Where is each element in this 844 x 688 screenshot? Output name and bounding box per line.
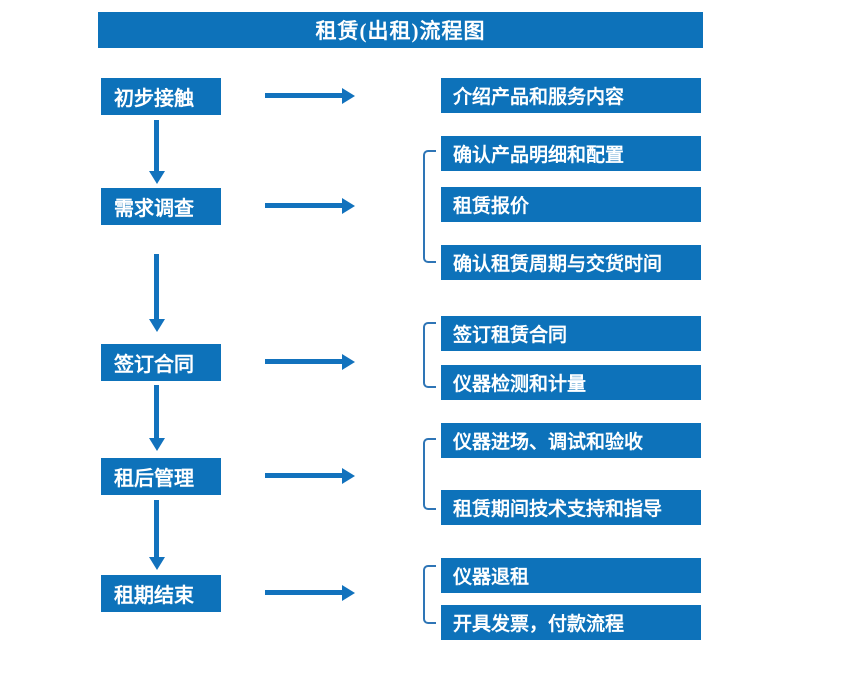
output-box-instrument-testing: 仪器检测和计量 bbox=[441, 365, 701, 400]
group-bracket-icon bbox=[423, 438, 436, 510]
output-box-rental-quote: 租赁报价 bbox=[441, 187, 701, 222]
down-arrow-icon bbox=[149, 500, 165, 570]
group-bracket-icon bbox=[423, 565, 436, 624]
step-box-post-rental-mgmt: 租后管理 bbox=[101, 458, 221, 495]
right-arrow-icon bbox=[265, 354, 355, 370]
group-bracket-icon bbox=[423, 150, 436, 263]
down-arrow-icon bbox=[149, 385, 165, 451]
down-arrow-icon bbox=[149, 120, 165, 184]
group-bracket-icon bbox=[423, 322, 436, 388]
output-box-introduce-products: 介绍产品和服务内容 bbox=[441, 78, 701, 113]
output-box-tech-support: 租赁期间技术支持和指导 bbox=[441, 490, 701, 525]
step-box-demand-survey: 需求调查 bbox=[101, 188, 221, 225]
output-box-sign-rental-contract: 签订租赁合同 bbox=[441, 316, 701, 351]
right-arrow-icon bbox=[265, 198, 355, 214]
right-arrow-icon bbox=[265, 468, 355, 484]
output-box-instrument-setup: 仪器进场、调试和验收 bbox=[441, 423, 701, 458]
output-box-confirm-details: 确认产品明细和配置 bbox=[441, 136, 701, 171]
step-box-rental-end: 租期结束 bbox=[101, 575, 221, 612]
right-arrow-icon bbox=[265, 88, 355, 104]
output-box-instrument-return: 仪器退租 bbox=[441, 558, 701, 593]
output-box-invoice-payment: 开具发票，付款流程 bbox=[441, 605, 701, 640]
output-box-confirm-period: 确认租赁周期与交货时间 bbox=[441, 245, 701, 280]
right-arrow-icon bbox=[265, 585, 355, 601]
step-box-sign-contract: 签订合同 bbox=[101, 344, 221, 381]
flowchart-title: 租赁(出租)流程图 bbox=[98, 12, 703, 48]
down-arrow-icon bbox=[149, 254, 165, 332]
step-box-initial-contact: 初步接触 bbox=[101, 78, 221, 115]
